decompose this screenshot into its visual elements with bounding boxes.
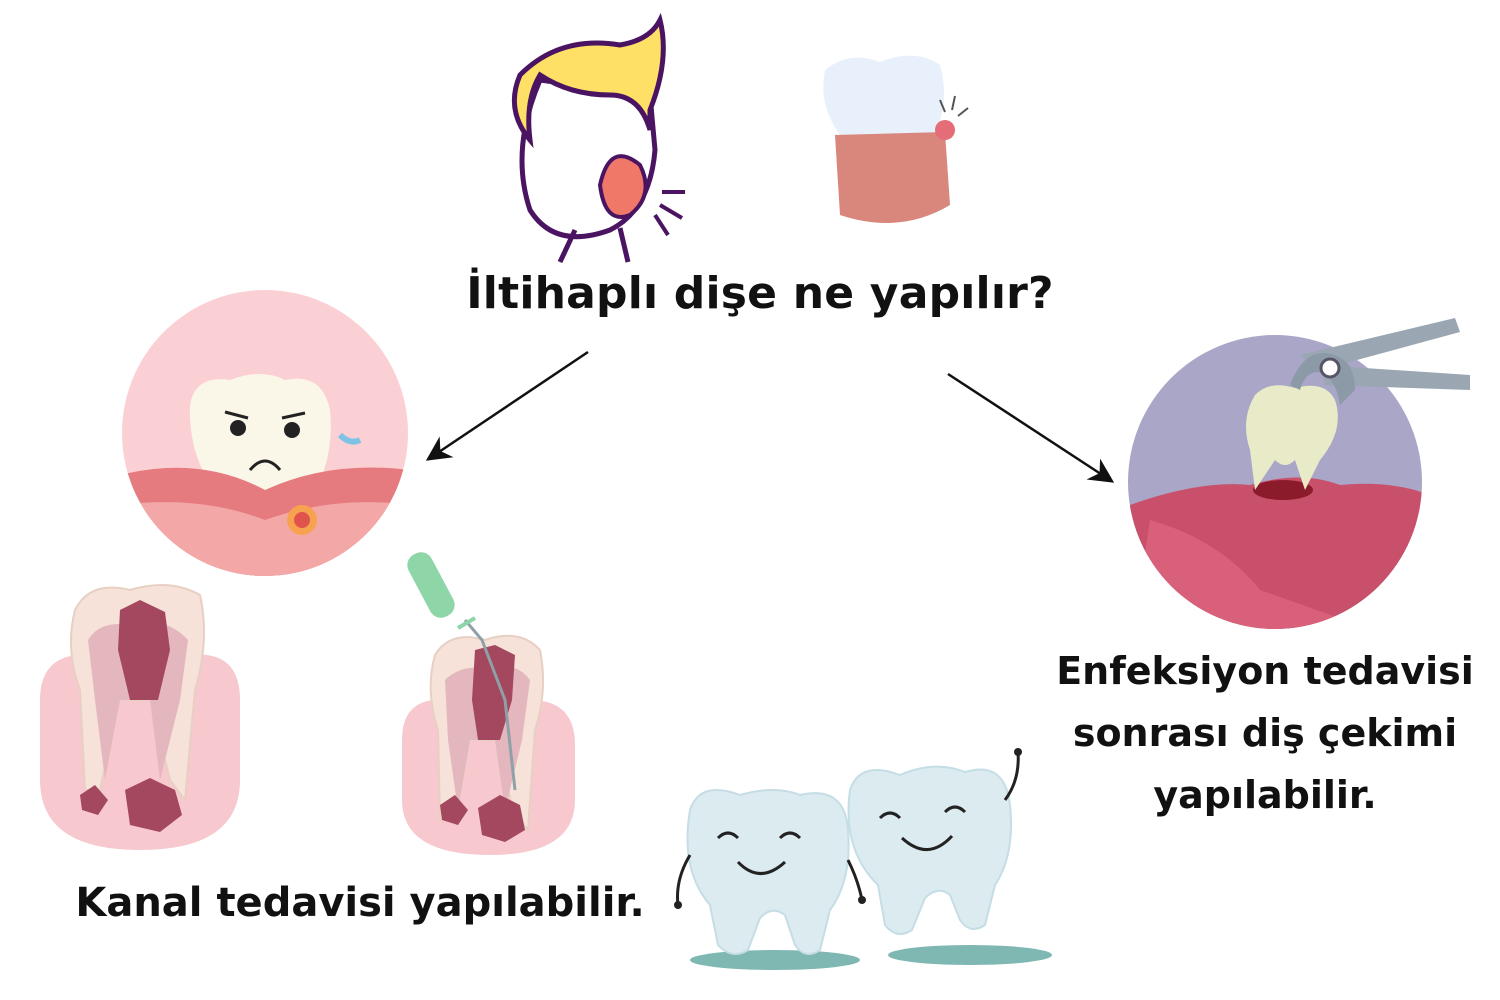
left-outcome-label: Kanal tedavisi yapılabilir. <box>75 880 645 926</box>
root-canal-tooth-icon <box>402 552 575 855</box>
extraction-circle-icon <box>1128 318 1470 629</box>
right-outcome-line: yapılabilir. <box>1153 773 1377 817</box>
arrow-icon <box>425 350 589 461</box>
infected-tooth-icon <box>40 584 240 850</box>
page-title: İltihaplı dişe ne yapılır? <box>466 268 1054 319</box>
swollen-gum-icon <box>823 55 969 223</box>
right-outcome-line: sonrası diş çekimi <box>1072 711 1458 755</box>
sad-tooth-circle-icon <box>122 290 408 576</box>
face-toothache-icon <box>511 12 685 264</box>
happy-teeth-icon <box>674 748 1052 970</box>
right-outcome-label: Enfeksiyon tedavisi sonrası diş çekimi y… <box>1040 640 1490 826</box>
arrow-icon <box>947 372 1115 483</box>
right-outcome-line: Enfeksiyon tedavisi <box>1056 649 1474 693</box>
